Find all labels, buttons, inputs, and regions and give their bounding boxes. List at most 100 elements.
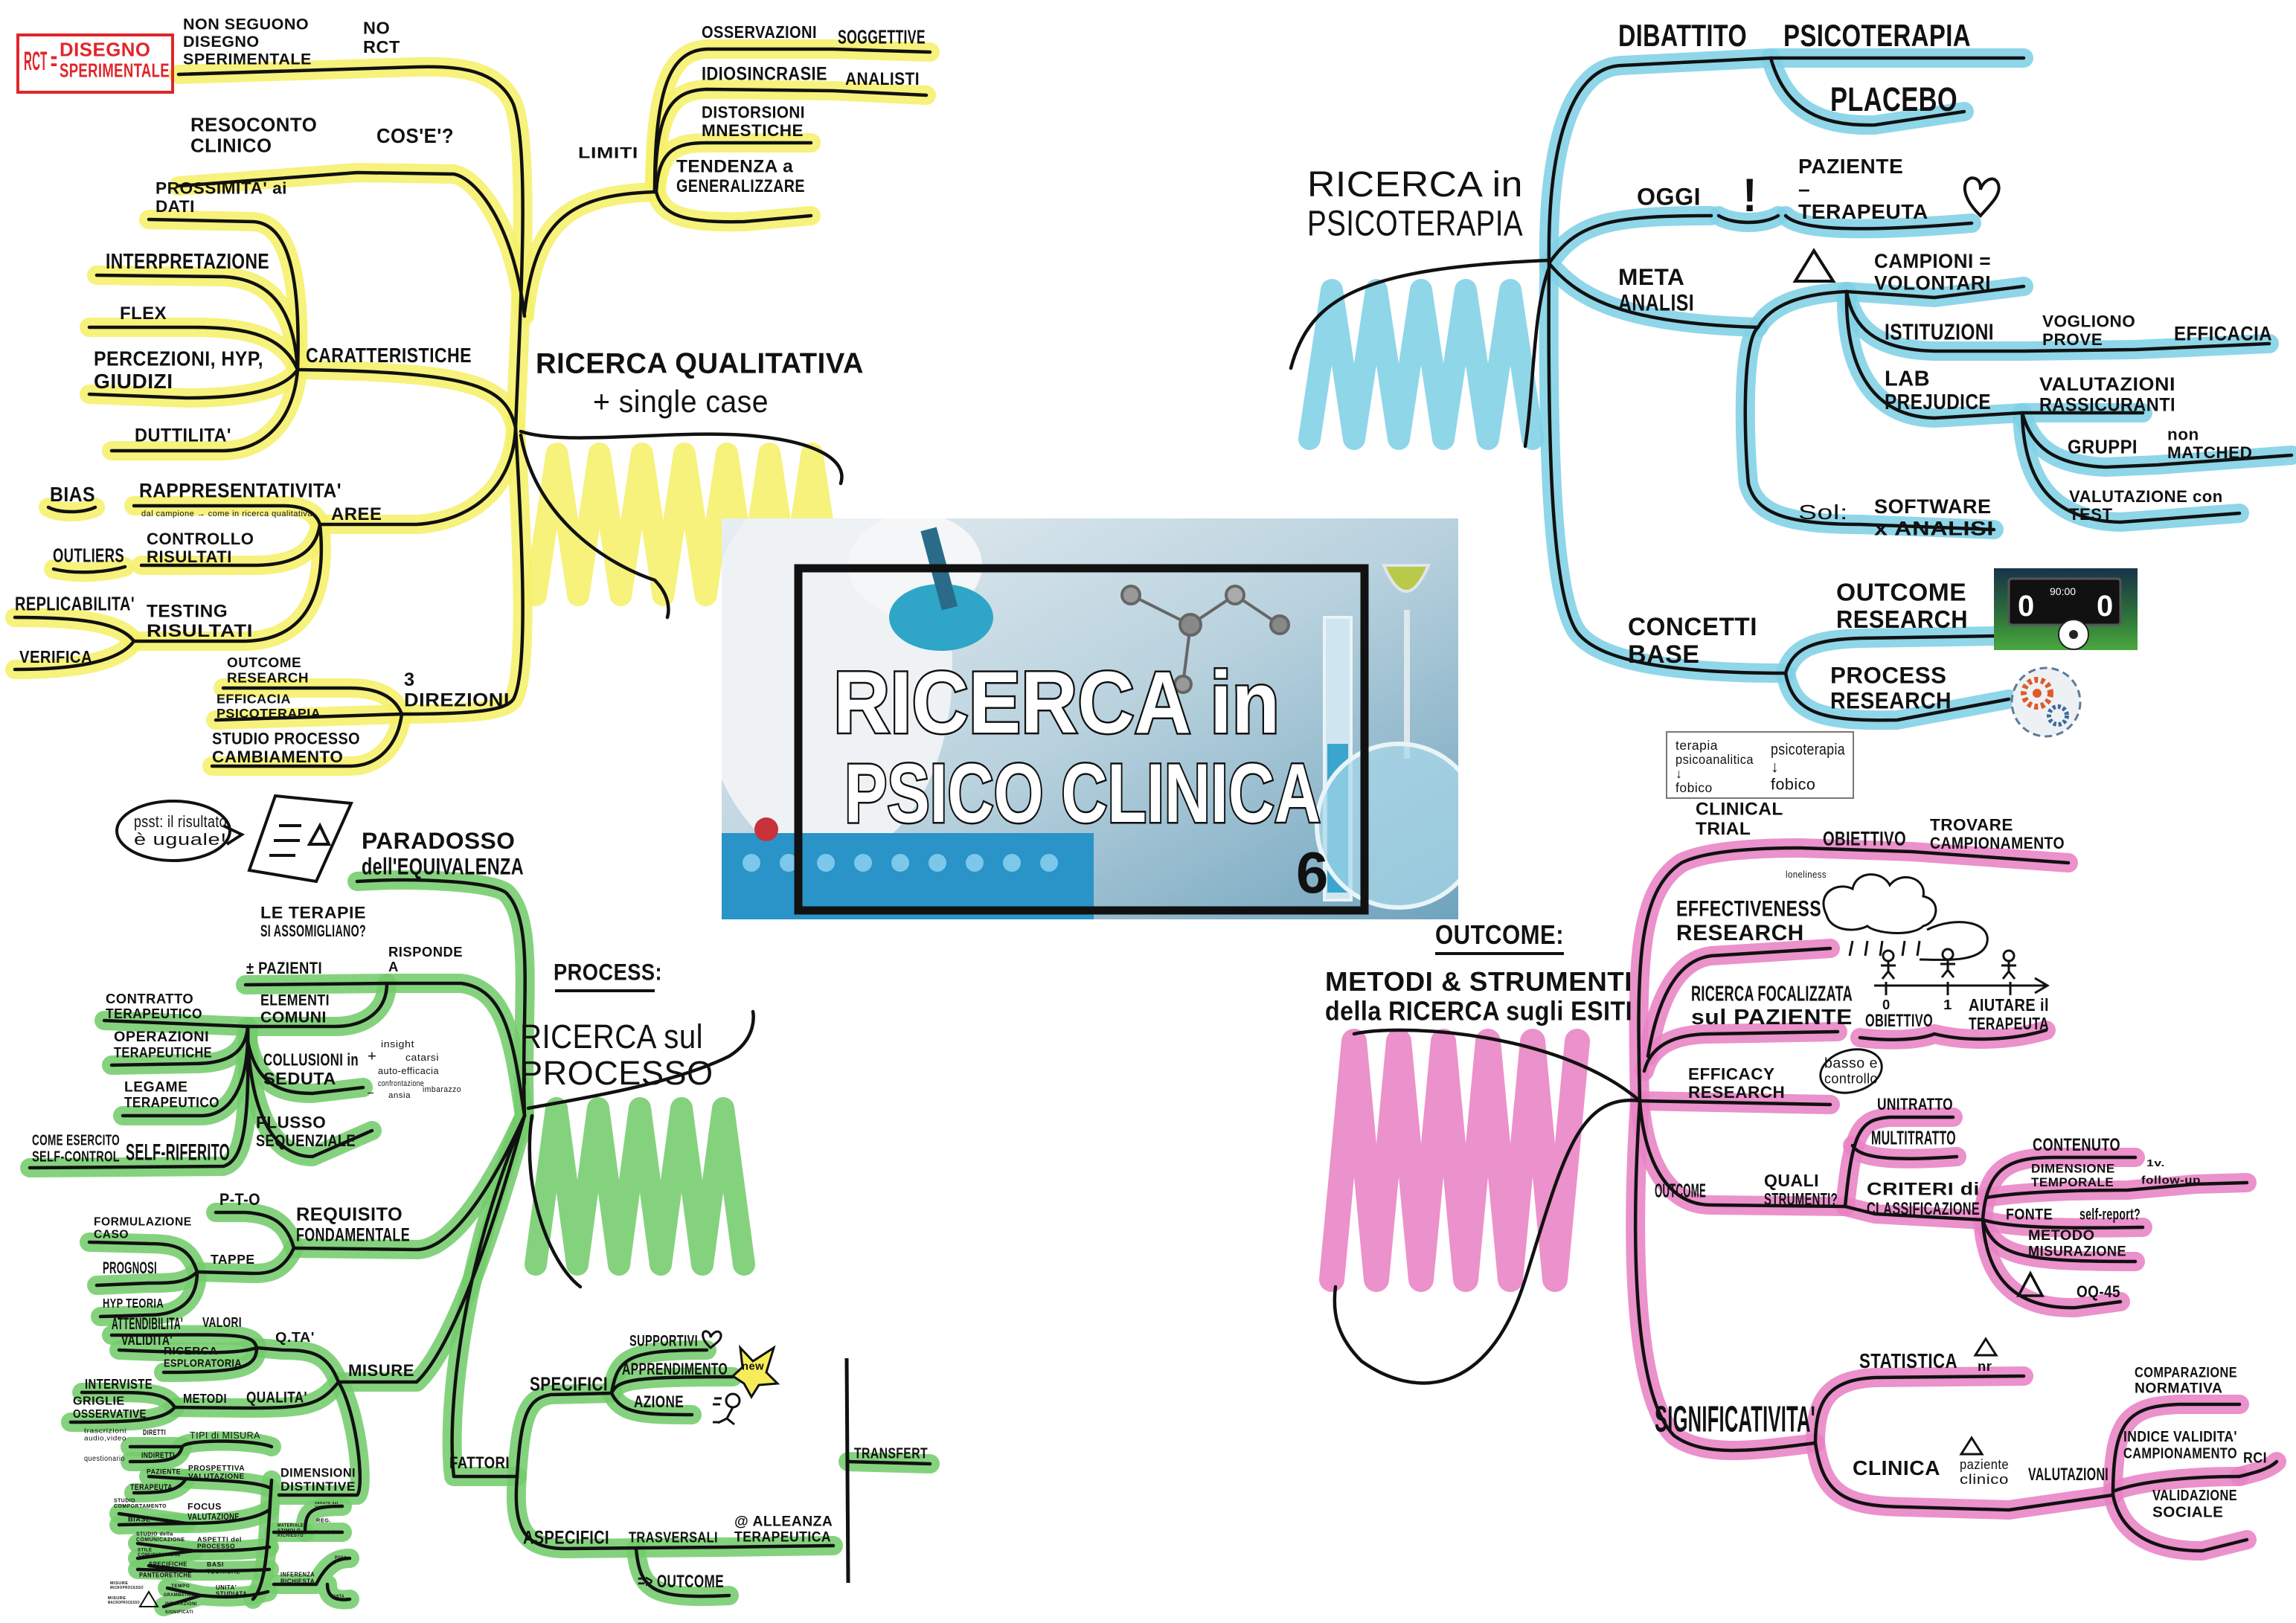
new-star-icon (731, 1344, 780, 1399)
node-text: SEDUTE dal (315, 1501, 339, 1505)
scoreboard-image: 0 90:00 0 (1994, 568, 2138, 650)
node-text: Sol: (1798, 501, 1848, 524)
node-tl-0: 0 (1882, 997, 1891, 1012)
node-tl-1: 1 (1943, 997, 1952, 1012)
branch-line (1981, 1218, 2138, 1264)
branch-line (1769, 56, 1966, 127)
node-text: CAMPIONAMENTO (1930, 834, 2065, 852)
title-number: 6 (1296, 840, 1328, 905)
node-text: FLUSSO (256, 1113, 326, 1132)
branch-line (214, 1210, 296, 1250)
branch-line (254, 1346, 341, 1384)
branch-line (303, 1504, 344, 1534)
branch-line (51, 565, 127, 574)
person-icon (2002, 949, 2016, 962)
node-text: TIPI di MISURA (190, 1430, 260, 1441)
node-text: 0 (1882, 997, 1891, 1012)
node-text: GENERALIZZARE (676, 176, 805, 196)
branch-line (1547, 56, 2026, 266)
node-text: COS'E'? (376, 124, 454, 147)
node-replicabilita: REPLICABILITA' (15, 594, 135, 615)
node-text: METODI (183, 1391, 227, 1406)
branch-line (184, 1476, 272, 1490)
branch-line (1844, 289, 2271, 353)
node-text: TERAPEUTA (130, 1483, 173, 1492)
node-outcome-title: OUTCOME: (1435, 920, 1564, 950)
branch-line (522, 190, 657, 315)
branch-line (94, 1270, 199, 1288)
node-text: OQ-45 (2077, 1282, 2120, 1301)
branch-line (515, 1391, 614, 1479)
branch-line (1813, 1374, 2026, 1445)
node-text: TRIAL (1696, 819, 1751, 839)
node-text: RESEARCH (227, 671, 309, 687)
node-text: DIBATTITO (1618, 19, 1747, 53)
outline-arc (1289, 258, 1551, 370)
branch-line (609, 1391, 694, 1417)
node-specifiche: SPECIFICHE (149, 1561, 187, 1568)
node-text: CONTROLLO (147, 530, 254, 548)
node-text: VALUTAZIONE (187, 1511, 240, 1522)
highlight-stroke (288, 360, 525, 437)
branch-line (846, 1459, 932, 1466)
node-pto: P-T-O (219, 1190, 260, 1209)
node-text: SIGNIFICATI (165, 1610, 193, 1615)
node-text: ASPETTI del (197, 1536, 242, 1543)
node-text: FORMULAZIONE (94, 1215, 192, 1228)
node-text: TEORICHE (207, 1568, 240, 1575)
node-hyp: HYP TEORIA (103, 1296, 164, 1311)
node-campioni: CAMPIONI =VOLONTARI (1874, 249, 1991, 295)
node-clinica: CLINICA (1853, 1456, 1940, 1479)
person-icon (1882, 949, 1895, 962)
branch-line (295, 367, 518, 430)
node-text: loneliness (1786, 869, 1827, 880)
node-text: RAPPRESENTATIVITA' (139, 479, 341, 501)
node-text: RICERCA QUALITATIVA (536, 347, 864, 379)
node-text: SI ASSOMIGLIANO? (260, 922, 366, 940)
branch-line (2020, 411, 2242, 524)
node-text: audio,video (84, 1434, 126, 1442)
node-text: paziente (1960, 1456, 2009, 1472)
branch-line (272, 1556, 352, 1601)
node-text: CARATTERISTICHE (306, 344, 472, 367)
node-text: VERIFICA (19, 647, 92, 666)
highlight-stroke (602, 1367, 743, 1403)
node-text: TEMPORALE (2031, 1175, 2114, 1189)
node-transfert: TRANSFERT (854, 1446, 928, 1462)
node-indiretti: INDIRETTI (141, 1451, 175, 1460)
node-text: ! (1742, 170, 1757, 222)
node-text: OUTLIERS (53, 546, 124, 567)
branch-line (2111, 1402, 2242, 1497)
node-rct-label: RCT = (24, 47, 57, 76)
node-text: OUTCOME: (1435, 920, 1564, 950)
node-outcome: => OUTCOME (638, 1572, 724, 1592)
branch-line (102, 1018, 250, 1029)
node-text: STIMOLO (278, 1528, 301, 1533)
node-text: ATTENDIBILITA' (112, 1314, 183, 1333)
node-text: ANALISI (1618, 289, 1694, 316)
node-text: PANTEORETICHE (139, 1571, 192, 1578)
highlight-stroke (515, 182, 664, 322)
node-text: ↓ (1771, 758, 1779, 776)
node-azione: AZIONE (634, 1392, 684, 1411)
branch-line (176, 170, 527, 318)
node-validita: VALIDITA' (121, 1332, 173, 1348)
node-text: UNITRATTO (1877, 1095, 1953, 1113)
molecule-model (1120, 585, 1290, 694)
node-outliers: OUTLIERS (53, 546, 124, 567)
node-central-sub: + single case (593, 385, 769, 419)
node-text: PLACEBO (1830, 80, 1957, 118)
node-text: TESTING (147, 601, 228, 621)
branch-line (68, 1405, 177, 1424)
